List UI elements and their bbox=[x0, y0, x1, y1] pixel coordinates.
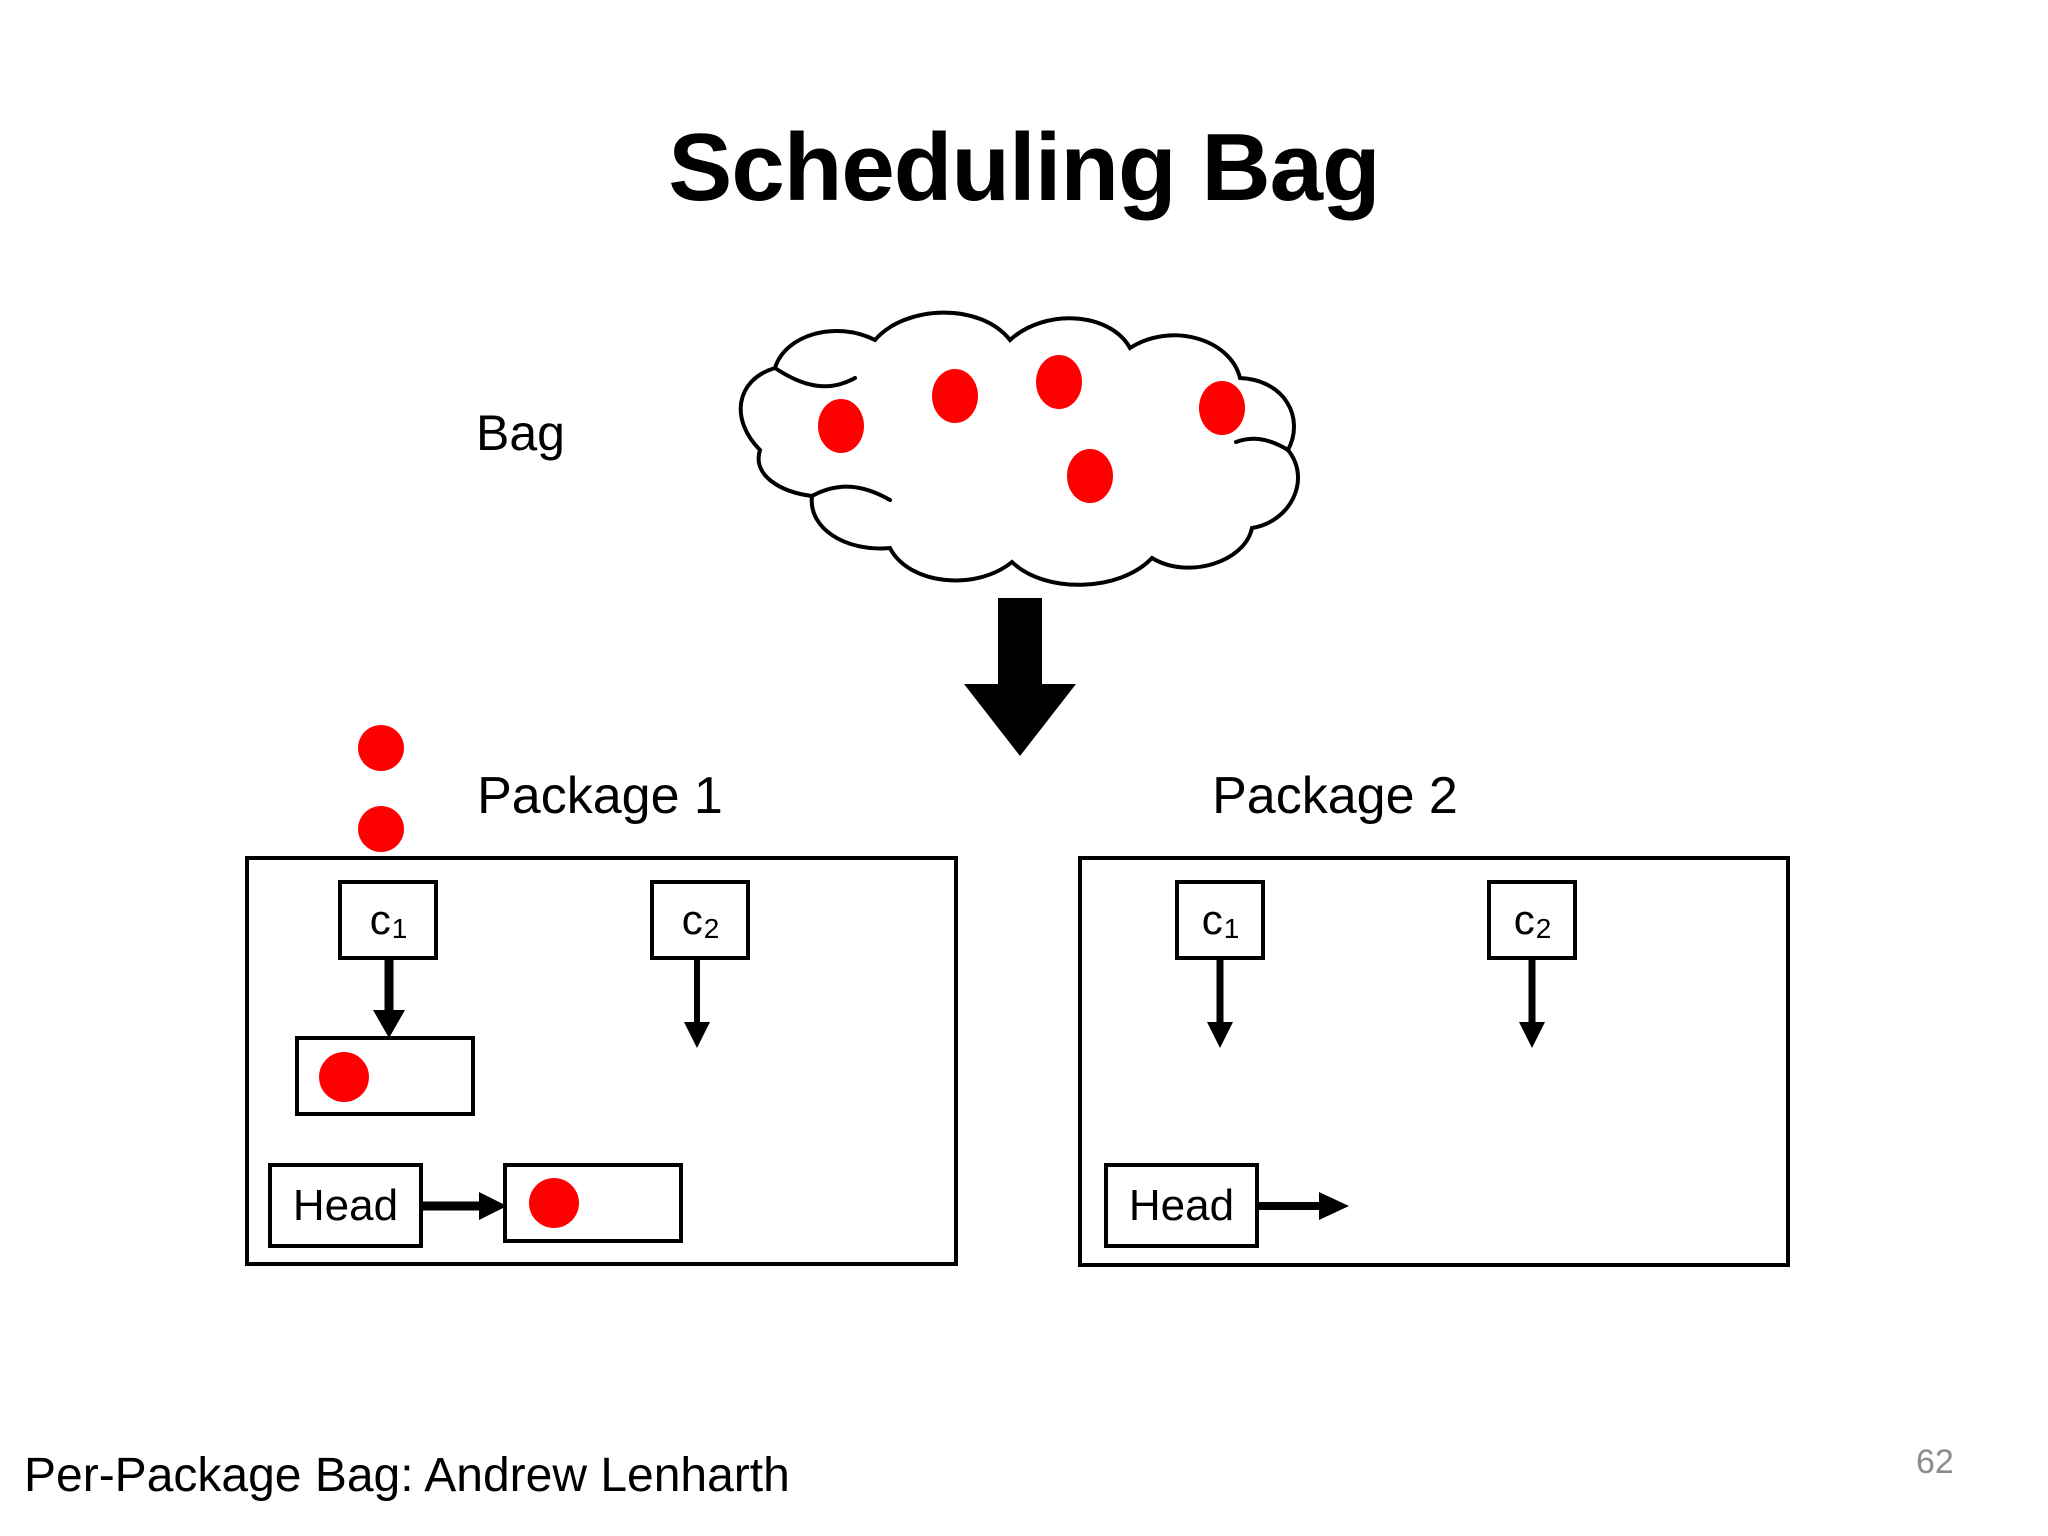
bag-task-1 bbox=[818, 399, 864, 453]
page-number: 62 bbox=[1916, 1443, 1954, 1481]
footer-attribution: Per-Package Bag: Andrew Lenharth bbox=[24, 1449, 790, 1502]
package-2-core-c2-arrow bbox=[1519, 958, 1545, 1048]
core-c1-label: c bbox=[1201, 896, 1223, 943]
package-2-title: Package 2 bbox=[1212, 767, 1458, 825]
bag-task-2 bbox=[932, 369, 978, 423]
bag-task-5 bbox=[1067, 449, 1113, 503]
package-2-core-c1-arrow bbox=[1207, 958, 1233, 1048]
package-1-core-c2-arrow bbox=[684, 958, 710, 1048]
core-c2-label: c bbox=[681, 896, 703, 943]
bag-to-packages-arrow bbox=[964, 598, 1076, 756]
package-1-list-node-task bbox=[529, 1178, 579, 1228]
core-c1-label: c bbox=[369, 896, 391, 943]
core-c1-subscript: 1 bbox=[1223, 913, 1240, 944]
pending-task-1 bbox=[358, 725, 404, 771]
bag-label: Bag bbox=[476, 405, 565, 461]
package-1-title: Package 1 bbox=[477, 767, 723, 825]
bag-task-3 bbox=[1036, 355, 1082, 409]
package-1-head-box[interactable]: Head bbox=[268, 1163, 423, 1248]
package-1-work-node-task bbox=[319, 1052, 369, 1102]
page-title: Scheduling Bag bbox=[668, 114, 1380, 221]
package-2-head-arrow bbox=[1259, 1192, 1349, 1220]
core-c2-subscript: 2 bbox=[1535, 913, 1552, 944]
package-2-head-label: Head bbox=[1128, 1180, 1235, 1230]
package-2-head-box[interactable]: Head bbox=[1104, 1163, 1259, 1248]
bag-task-4 bbox=[1199, 381, 1245, 435]
core-c2-label: c bbox=[1513, 896, 1535, 943]
core-c1-subscript: 1 bbox=[391, 913, 408, 944]
bag-cloud-shape bbox=[738, 310, 1300, 587]
core-c2-subscript: 2 bbox=[703, 913, 720, 944]
pending-task-2 bbox=[358, 806, 404, 852]
package-1-core-c1-arrow bbox=[373, 958, 405, 1038]
package-1-head-arrow bbox=[423, 1192, 507, 1220]
package-1-head-label: Head bbox=[292, 1180, 399, 1230]
